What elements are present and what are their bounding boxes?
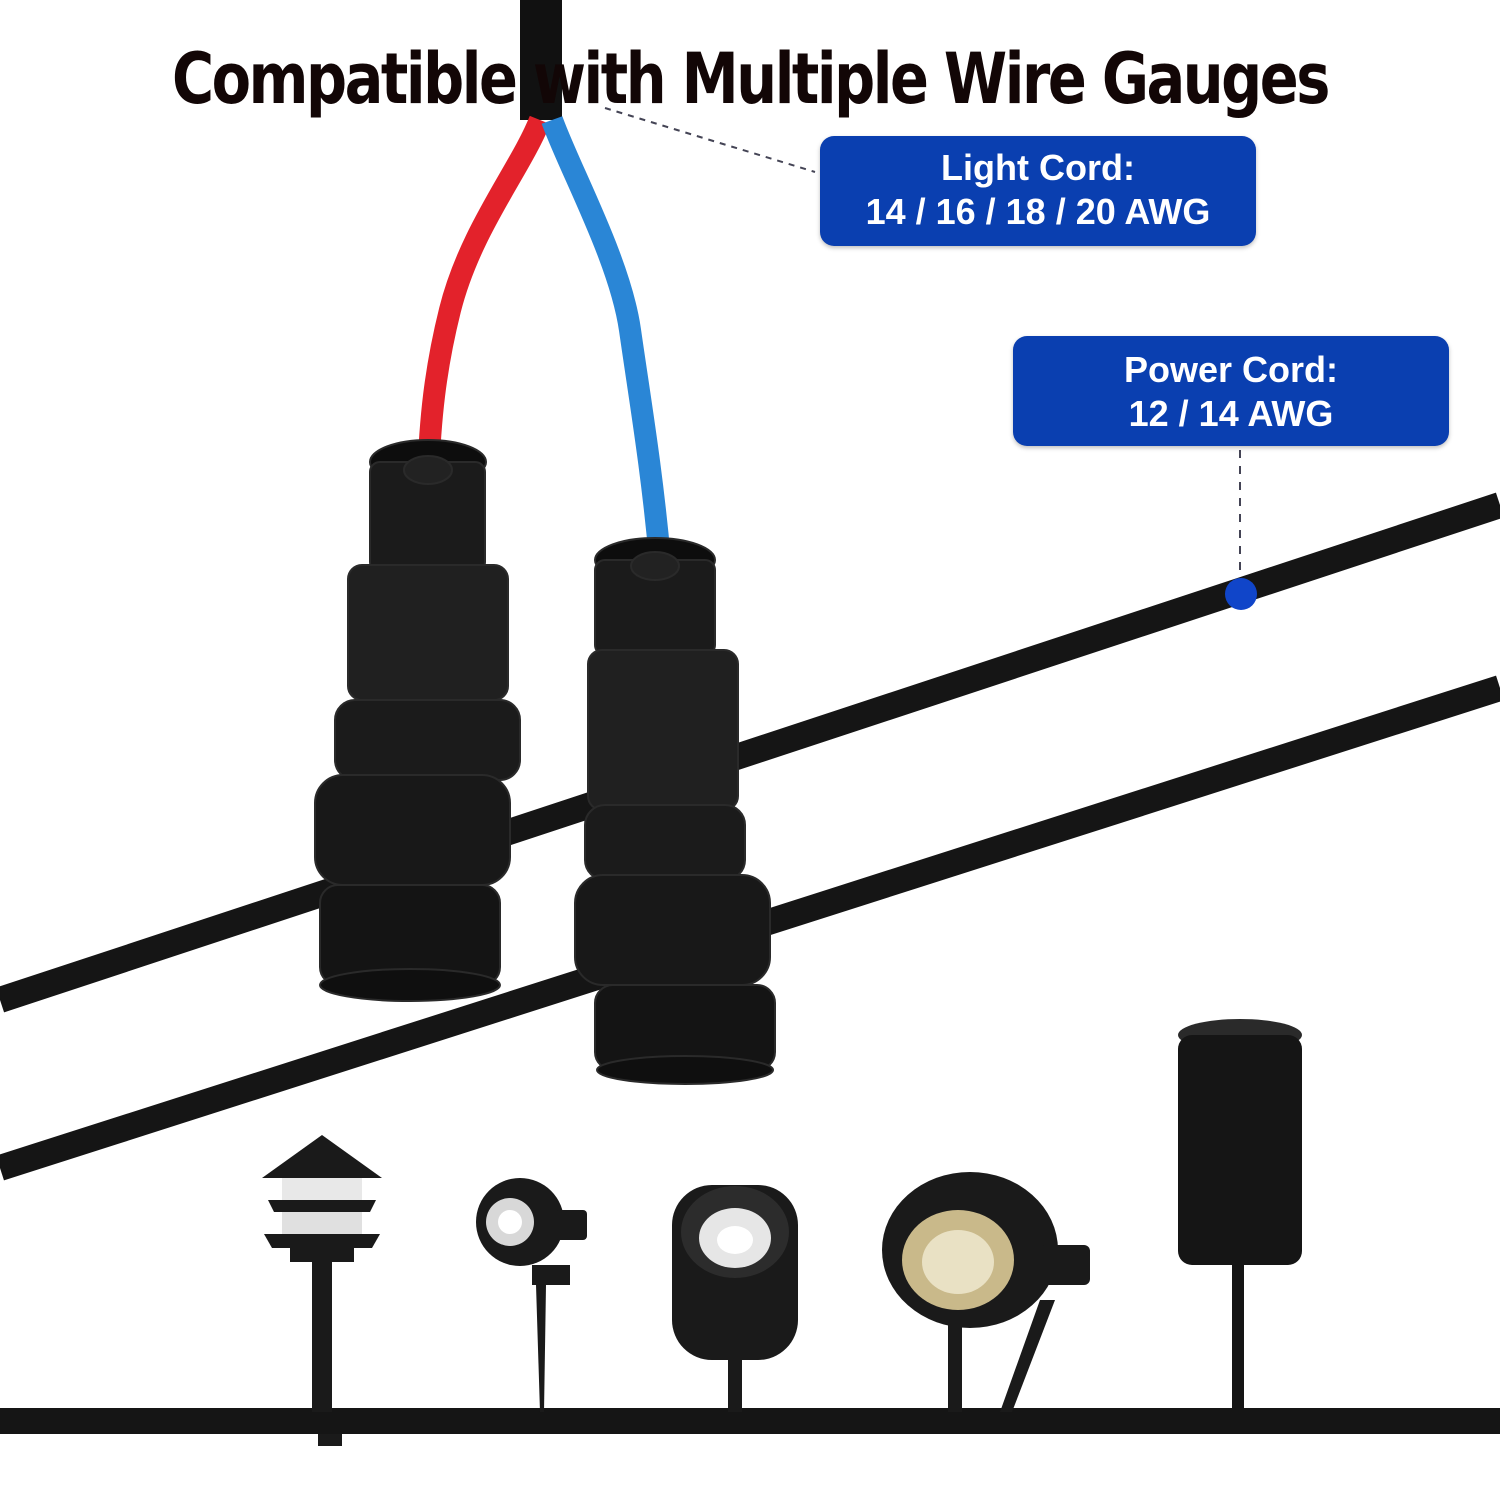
t-connector-right	[574, 537, 776, 1085]
headline: Compatible with Multiple Wire Gauges	[172, 38, 1330, 120]
light-cord-callout: Light Cord: 14 / 16 / 18 / 20 AWG	[820, 136, 1256, 246]
power-cord-label: Power Cord:	[1123, 349, 1338, 390]
cylinder-light-icon	[1178, 1019, 1302, 1412]
power-cord-marker	[1225, 578, 1257, 610]
t-connector-left	[314, 439, 521, 1002]
cob-spotlight-icon	[882, 1172, 1090, 1412]
pagoda-path-light-icon	[262, 1135, 382, 1446]
power-cord-value: 12 / 14 AWG	[1128, 393, 1334, 434]
ground-cable	[0, 1408, 1500, 1434]
light-cord-wires	[417, 0, 671, 561]
light-cord-value: 14 / 16 / 18 / 20 AWG	[865, 191, 1211, 232]
spotlight-icon	[476, 1178, 587, 1412]
light-cord-label: Light Cord:	[941, 147, 1135, 188]
downlight-icon	[672, 1185, 798, 1412]
power-cord-callout: Power Cord: 12 / 14 AWG	[1013, 336, 1449, 446]
light-cord-leader-line	[604, 107, 816, 173]
